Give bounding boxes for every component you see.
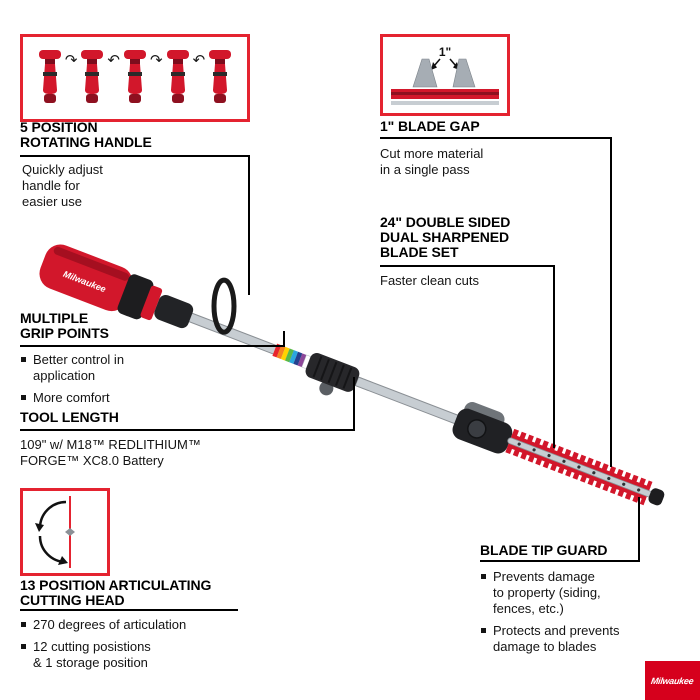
grip-loop: [211, 277, 237, 335]
bullet-item: More comfort: [20, 390, 124, 406]
blade-gap-illustration: 1": [391, 45, 499, 105]
leader-line-tool-length-v: [353, 377, 355, 429]
spec-label: [272, 343, 312, 370]
leader-line-blade-tip-guard-v: [638, 497, 640, 560]
rotate-arrow-icon: ↶: [192, 51, 206, 69]
milwaukee-logo-text: Milwaukee: [650, 675, 695, 686]
blade-tip-guard-part: [648, 488, 665, 506]
blade-gap-description: Cut more material in a single pass: [380, 146, 483, 178]
handle-position-icon: [166, 50, 189, 103]
articulating-head-title: 13 POSITION ARTICULATING CUTTING HEAD: [20, 578, 211, 608]
bullet-square-icon: [21, 644, 26, 649]
blade-gap-label: 1": [439, 45, 451, 59]
handle-position-icon: [38, 50, 61, 103]
title-line: CUTTING HEAD: [20, 592, 125, 608]
title-line: GRIP POINTS: [20, 325, 109, 341]
milwaukee-logo: Milwaukee: [645, 661, 700, 700]
body-line: in a single pass: [380, 162, 470, 177]
bullet-line: 270 degrees of articulation: [33, 617, 187, 632]
leader-line-blade-set-v: [553, 265, 555, 448]
articulation-arrows-illustration: [35, 496, 75, 568]
bullet-square-icon: [21, 395, 26, 400]
body-line: 109" w/ M18™ REDLITHIUM™: [20, 437, 201, 452]
bullet-square-icon: [21, 357, 26, 362]
leader-line-rotating-handle-v: [248, 155, 250, 295]
title-line: 1" BLADE GAP: [380, 118, 480, 134]
bullet-line: to property (siding,: [493, 585, 601, 600]
articulating-head-illustration-box: [20, 488, 110, 576]
title-line: ROTATING HANDLE: [20, 134, 152, 150]
shaft-coupler: [305, 353, 360, 396]
leader-line-grip-points-h: [20, 345, 285, 347]
bullet-line: fences, etc.): [493, 601, 564, 616]
title-line: MULTIPLE: [20, 310, 89, 326]
title-line: TOOL LENGTH: [20, 409, 119, 425]
power-head: Milwaukee: [39, 244, 194, 329]
tool-length-title: TOOL LENGTH: [20, 410, 119, 425]
rotating-handle-illustration-box: ↷ ↶ ↷ ↶: [20, 34, 250, 122]
rotate-arrow-icon: ↷: [64, 51, 78, 69]
tool-length-description: 109" w/ M18™ REDLITHIUM™ FORGE™ XC8.0 Ba…: [20, 437, 201, 469]
body-line: handle for: [22, 178, 80, 193]
title-line: BLADE TIP GUARD: [480, 542, 608, 558]
blade-set-description: Faster clean cuts: [380, 273, 479, 289]
bullet-item: Better control in application: [20, 352, 124, 384]
articulating-joint: [452, 402, 513, 454]
blade-tip-guard-title: BLADE TIP GUARD: [480, 543, 607, 558]
bullet-item: Protects and prevents damage to blades: [480, 623, 619, 655]
title-line: DUAL SHARPENED: [380, 229, 510, 245]
blade: [505, 428, 665, 506]
blade-set-title: 24" DOUBLE SIDED DUAL SHARPENED BLADE SE…: [380, 215, 510, 260]
bullet-line: More comfort: [33, 390, 110, 405]
blade-tip-guard-bullets: Prevents damage to property (siding, fen…: [480, 569, 619, 661]
shaft-rear: [354, 376, 472, 430]
body-line: Faster clean cuts: [380, 273, 479, 288]
bullet-square-icon: [481, 628, 486, 633]
bullet-item: Prevents damage to property (siding, fen…: [480, 569, 619, 617]
rotate-arrow-icon: ↶: [107, 51, 120, 69]
handle-position-icon: [81, 50, 104, 103]
title-line: 5 POSITION: [20, 119, 98, 135]
bullet-line: & 1 storage position: [33, 655, 148, 670]
grip-points-title: MULTIPLE GRIP POINTS: [20, 311, 109, 341]
leader-line-blade-gap-h: [380, 137, 612, 139]
rotate-arrow-icon: ↷: [150, 51, 163, 69]
body-line: Quickly adjust: [22, 162, 103, 177]
title-line: 24" DOUBLE SIDED: [380, 214, 511, 230]
grip-points-bullets: Better control in application More comfo…: [20, 352, 124, 412]
bullet-item: 12 cutting posistions & 1 storage positi…: [20, 639, 186, 671]
bullet-line: Protects and prevents: [493, 623, 620, 638]
blade-gap-title: 1" BLADE GAP: [380, 119, 480, 134]
bullet-line: Better control in: [33, 352, 125, 367]
bullet-square-icon: [481, 574, 486, 579]
title-line: 13 POSITION ARTICULATING: [20, 577, 212, 593]
handle-position-icon: [209, 50, 232, 103]
leader-line-articulating-head-h: [20, 609, 238, 611]
bullet-line: application: [33, 368, 96, 383]
leader-line-rotating-handle-h: [20, 155, 250, 157]
leader-line-blade-tip-guard-h: [480, 560, 640, 562]
handle-position-icon: [124, 50, 146, 103]
blade-gap-illustration-box: 1": [380, 34, 510, 116]
leader-line-tool-length-h: [20, 429, 355, 431]
leader-line-blade-set-h: [380, 265, 555, 267]
body-line: Cut more material: [380, 146, 484, 161]
rotating-handle-title: 5 POSITION ROTATING HANDLE: [20, 120, 152, 150]
bullet-line: Prevents damage: [493, 569, 595, 584]
title-line: BLADE SET: [380, 244, 459, 260]
leader-line-blade-gap-v: [610, 137, 612, 467]
rotating-handle-description: Quickly adjust handle for easier use: [22, 162, 103, 210]
articulating-head-bullets: 270 degrees of articulation 12 cutting p…: [20, 617, 186, 677]
bullet-line: 12 cutting posistions: [33, 639, 151, 654]
bullet-line: damage to blades: [493, 639, 597, 654]
leader-line-grip-points-v: [283, 331, 285, 345]
bullet-square-icon: [21, 622, 26, 627]
body-line: FORGE™ XC8.0 Battery: [20, 453, 164, 468]
bullet-item: 270 degrees of articulation: [20, 617, 186, 633]
body-line: easier use: [22, 194, 82, 209]
